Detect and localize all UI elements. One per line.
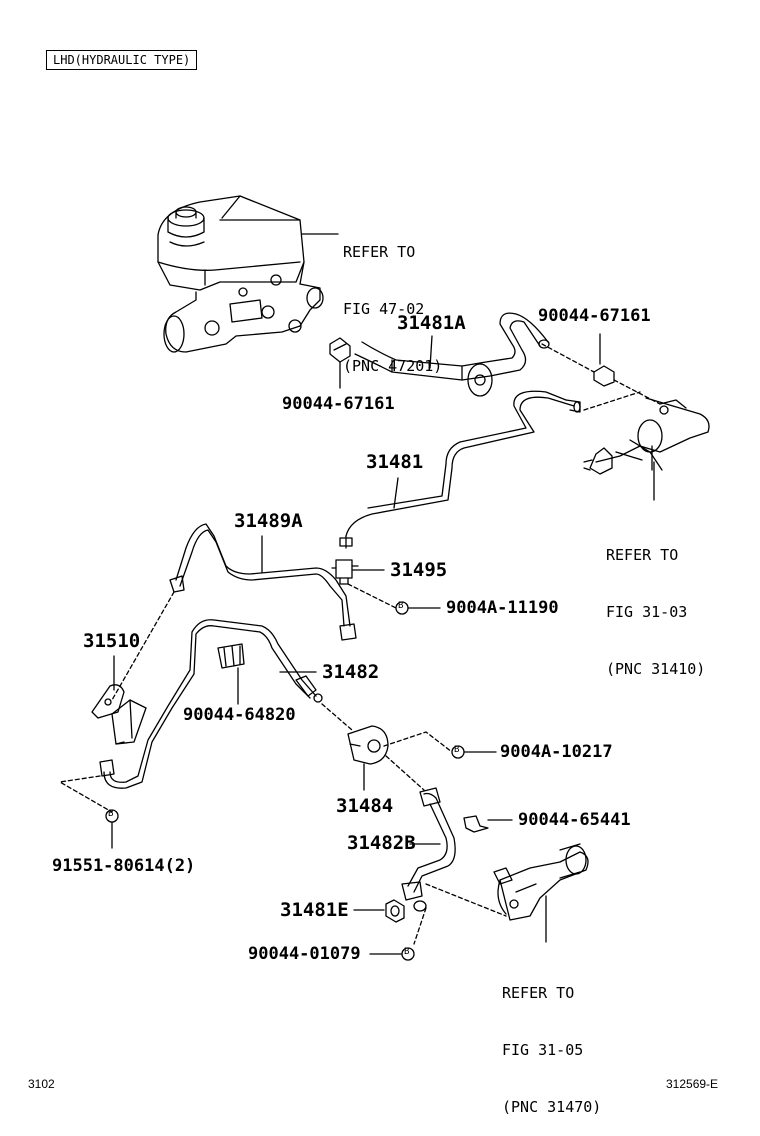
diagram-canvas: B B B B LHD(HYDRAULIC TYPE) REFER TO FIG… <box>28 50 719 1116</box>
refer-2-line-1: REFER TO <box>606 546 679 564</box>
refer-block-2: REFER TO FIG 31-03 (PNC 31410) <box>606 508 705 698</box>
refer-2-line-3: (PNC 31410) <box>606 660 706 678</box>
parts-drawing <box>59 195 710 961</box>
leader-31481A <box>429 335 433 369</box>
label-31482[interactable]: 31482 <box>322 661 380 683</box>
release-cylinder-drawing <box>493 843 589 921</box>
label-31510[interactable]: 31510 <box>83 630 141 652</box>
refer-3-line-1: REFER TO <box>502 984 575 1002</box>
label-90044-67161-bottom[interactable]: 90044-67161 <box>282 394 395 414</box>
label-31489A[interactable]: 31489A <box>234 510 303 532</box>
label-31484[interactable]: 31484 <box>336 795 394 817</box>
hose-31481A-drawing <box>354 312 550 397</box>
refer-1-line-3: (PNC 47201) <box>343 357 443 375</box>
refer-block-3: REFER TO FIG 31-05 (PNC 31470) <box>502 946 601 1136</box>
label-9004A-10217[interactable]: 9004A-10217 <box>500 742 613 762</box>
refer-2-line-2: FIG 31-03 <box>606 603 688 621</box>
footer-figure-number: 3102 <box>28 1077 55 1091</box>
label-31481A[interactable]: 31481A <box>397 312 466 334</box>
label-90044-01079[interactable]: 90044-01079 <box>248 944 361 964</box>
footer-illustration-id: 312569-E <box>666 1077 719 1091</box>
marker-b-1 <box>395 601 409 615</box>
label-9004A-11190[interactable]: 9004A-11190 <box>446 598 559 618</box>
marker-letter-1: B <box>398 601 404 611</box>
label-91551-80614[interactable]: 91551-80614(2) <box>52 856 196 876</box>
pipe-31489A-drawing <box>169 523 357 641</box>
clip-90044-67161-left <box>329 337 351 363</box>
marker-letter-3: B <box>108 809 114 819</box>
clip-90044-65441-drawing <box>463 815 489 833</box>
pipe-31482-drawing <box>99 619 323 789</box>
damper-31510-drawing <box>91 684 147 745</box>
bracket-31484-drawing <box>347 725 389 765</box>
bracket-31495-drawing <box>331 559 359 585</box>
hose-31482B-drawing <box>401 787 456 912</box>
label-31482B[interactable]: 31482B <box>347 832 416 854</box>
refer-block-1: REFER TO FIG 47-02 (PNC 47201) <box>343 205 442 395</box>
label-31495[interactable]: 31495 <box>390 559 448 581</box>
nut-31481E-drawing <box>385 899 405 923</box>
label-90044-65441[interactable]: 90044-65441 <box>518 810 631 830</box>
leader-31481 <box>393 477 399 509</box>
label-31481[interactable]: 31481 <box>366 451 424 473</box>
refer-1-line-1: REFER TO <box>343 243 416 261</box>
marker-letter-2: B <box>454 745 460 755</box>
pipe-31481-drawing <box>339 390 581 549</box>
brake-master-cylinder-drawing <box>157 195 324 353</box>
label-31481E[interactable]: 31481E <box>280 899 349 921</box>
marker-b-2 <box>451 745 465 759</box>
label-90044-64820[interactable]: 90044-64820 <box>183 705 296 725</box>
refer-1-line-2: FIG 47-02 <box>343 300 425 318</box>
marker-b-4 <box>401 947 415 961</box>
clip-90044-64820-drawing <box>217 643 245 669</box>
marker-letter-4: B <box>404 947 410 957</box>
label-90044-67161-top[interactable]: 90044-67161 <box>538 306 651 326</box>
refer-3-line-3: (PNC 31470) <box>502 1098 602 1116</box>
clutch-master-cylinder-drawing <box>583 397 710 475</box>
header-box: LHD(HYDRAULIC TYPE) <box>46 50 198 70</box>
clip-90044-67161-right <box>593 365 615 387</box>
refer-3-line-2: FIG 31-05 <box>502 1041 584 1059</box>
